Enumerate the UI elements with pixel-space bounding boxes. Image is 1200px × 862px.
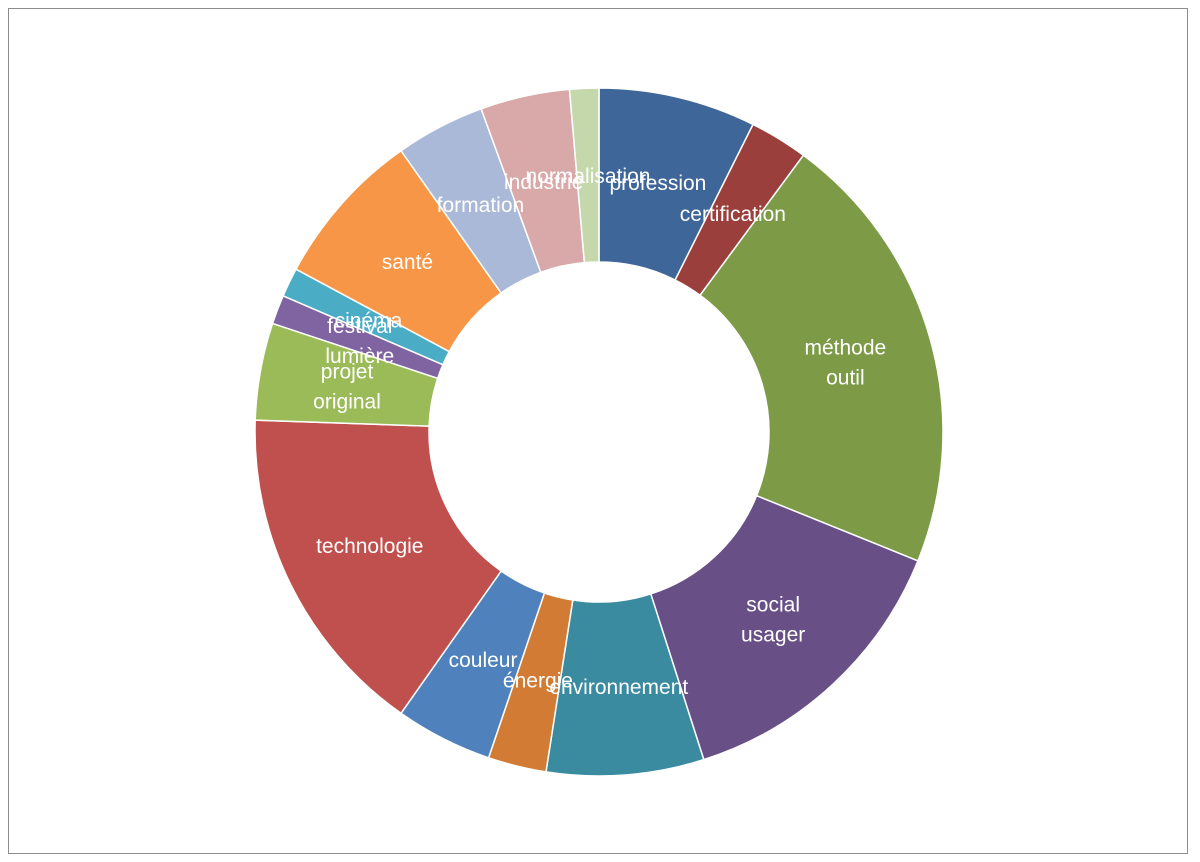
donut-slices xyxy=(254,87,944,777)
slice-social-usager xyxy=(649,494,919,761)
slice-label-technologie: technologie xyxy=(316,535,423,558)
slice-label-couleur: couleur xyxy=(449,649,518,672)
slice-label-sante: santé xyxy=(382,251,433,274)
slice-technologie xyxy=(254,419,503,715)
slice-label-energie: énergie xyxy=(503,670,573,693)
slice-label-certification: certification xyxy=(680,203,786,226)
slice-methode-outil xyxy=(698,154,944,562)
slice-label-cinema: cinéma xyxy=(335,310,403,333)
slice-normalisation xyxy=(568,87,600,264)
slice-label-industrie: industrie xyxy=(504,171,583,194)
slice-label-profession: profession xyxy=(609,172,706,195)
slice-label-formation: formation xyxy=(437,194,525,217)
slice-label-normalisation: normalisation xyxy=(526,165,651,188)
slice-label-environnement: environnement xyxy=(549,676,688,699)
